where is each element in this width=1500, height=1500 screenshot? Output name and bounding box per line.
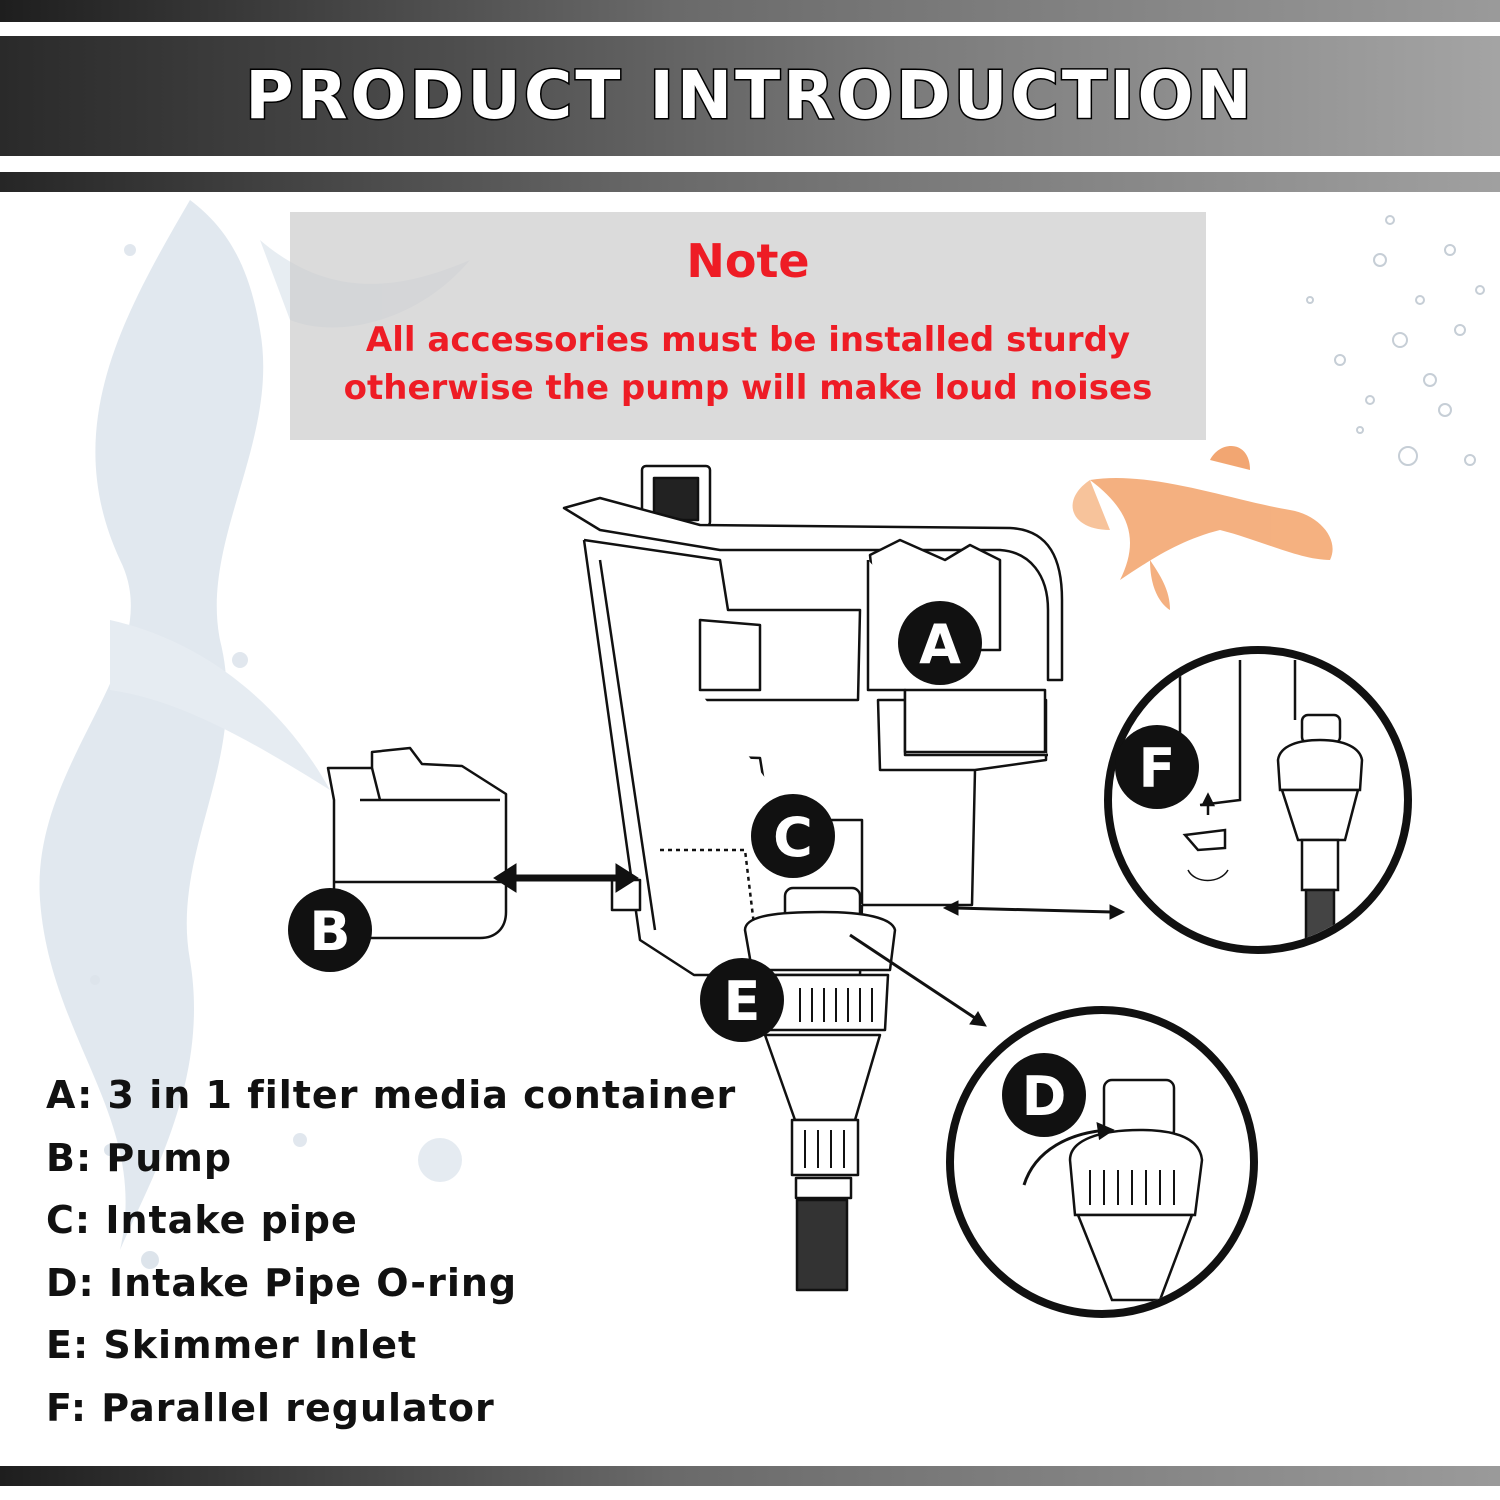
water-splash-icon — [39, 200, 470, 1269]
svg-text:D: D — [1022, 1065, 1067, 1128]
legend-item-f: F: Parallel regulator — [46, 1385, 495, 1430]
badge-a: A — [898, 601, 982, 685]
note-text: All accessories must be installed sturdy… — [290, 316, 1206, 412]
note-line: All accessories must be installed sturdy — [365, 320, 1131, 360]
goldfish-icon — [1072, 446, 1333, 610]
svg-text:A: A — [919, 613, 961, 676]
title-banner: PRODUCT INTRODUCTION — [0, 36, 1500, 156]
note-title: Note — [686, 234, 810, 288]
page-title: PRODUCT INTRODUCTION — [244, 56, 1255, 136]
badge-e: E — [700, 958, 784, 1042]
badge-b: B — [288, 888, 372, 972]
legend-item-d: D: Intake Pipe O-ring — [46, 1260, 518, 1305]
badge-c: C — [751, 794, 835, 878]
svg-text:E: E — [724, 970, 761, 1033]
skimmer-illustration — [743, 886, 897, 1292]
detail-circle-regulator — [1104, 646, 1412, 954]
parts-legend: A: 3 in 1 filter media container B: Pump… — [46, 1064, 736, 1439]
note-line: otherwise the pump will make loud noises — [343, 368, 1153, 408]
legend-item-c: C: Intake pipe — [46, 1198, 358, 1242]
svg-text:B: B — [309, 900, 350, 963]
legend-item-e: E: Skimmer Inlet — [46, 1323, 418, 1367]
bottom-stripe — [0, 1466, 1500, 1486]
note-box: Note All accessories must be installed s… — [290, 212, 1206, 440]
top-stripe — [0, 0, 1500, 22]
divider-stripe — [0, 172, 1500, 192]
detail-circle-oring — [946, 1006, 1258, 1318]
badge-d: D — [1002, 1053, 1086, 1137]
connector-arrows — [493, 863, 1126, 1027]
bubbles-icon — [1306, 215, 1485, 466]
svg-text:C: C — [773, 806, 813, 869]
svg-text:F: F — [1139, 737, 1176, 800]
legend-item-b: B: Pump — [46, 1135, 233, 1180]
legend-item-a: A: 3 in 1 filter media container — [46, 1073, 737, 1117]
badge-f: F — [1115, 725, 1199, 809]
